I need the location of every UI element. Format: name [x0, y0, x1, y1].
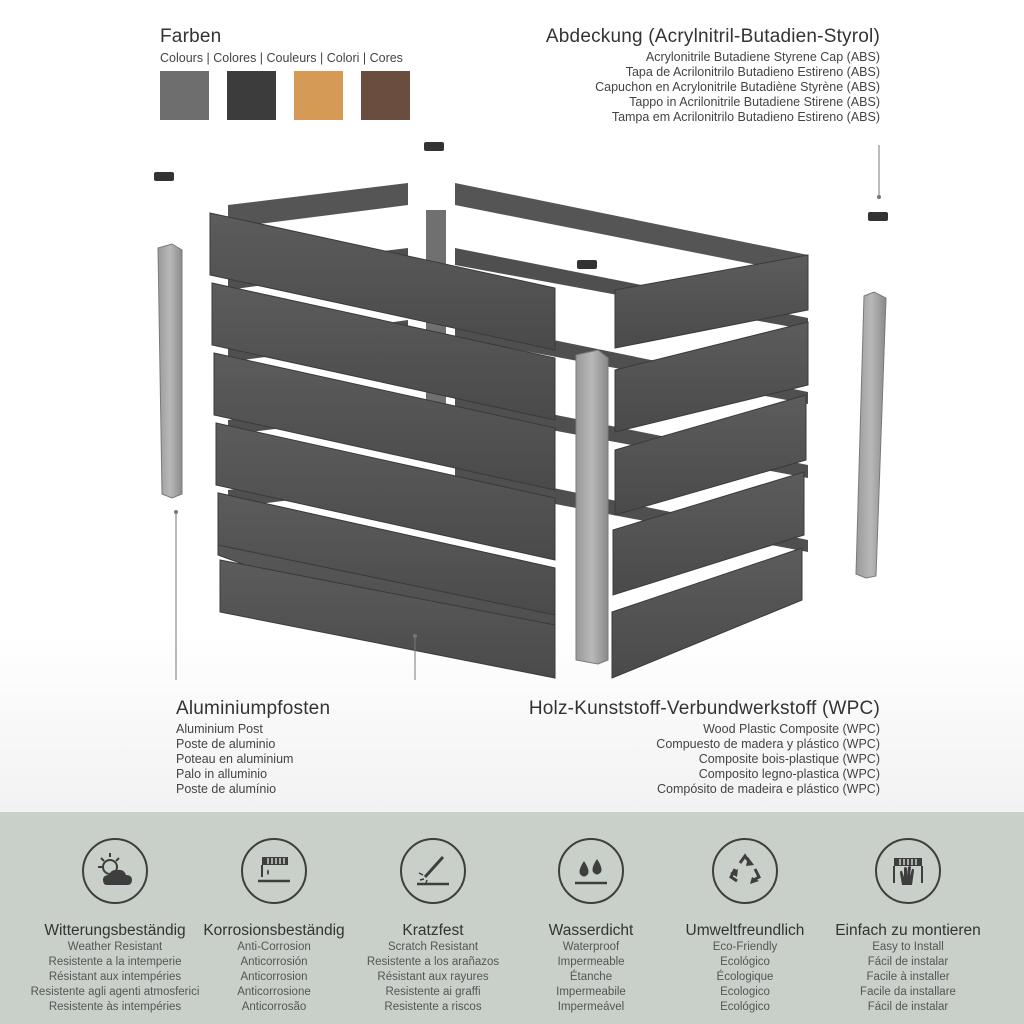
feature-title: Wasserdicht: [548, 922, 634, 939]
feature-title: Witterungsbeständig: [44, 922, 186, 939]
feature-line: Résistant aux intempéries: [48, 971, 182, 983]
recycle-icon: [712, 838, 778, 904]
feature-line: Écologique: [716, 971, 774, 983]
cap-line: Acrylonitrile Butadiene Styrene Cap (ABS…: [645, 50, 880, 64]
front-left-boards: [209, 212, 556, 679]
feature-line: Anticorrosion: [240, 971, 308, 983]
feature-line: Resistente a la intemperie: [48, 956, 182, 968]
hand-install-icon: [875, 838, 941, 904]
wpc-line: Wood Plastic Composite (WPC): [703, 722, 880, 736]
feature-line: Anticorrosión: [240, 956, 308, 968]
feature-title: Einfach zu montieren: [835, 922, 981, 939]
feature-line: Impermeable: [557, 956, 625, 968]
feature-line: Étanche: [569, 971, 613, 983]
feature-line: Waterproof: [562, 941, 620, 953]
front-right-boards: [611, 254, 809, 679]
feature-line: Ecologico: [720, 986, 770, 998]
feature-title: Kratzfest: [402, 922, 464, 939]
abs-caps: [154, 142, 888, 269]
feature-eco: Umweltfreundlich Eco-Friendly Ecológico …: [660, 838, 830, 1015]
features-band: [0, 812, 1024, 1024]
feature-line: Fácil de instalar: [867, 956, 949, 968]
feature-easy-install: Einfach zu montieren Easy to Install Fác…: [823, 838, 993, 1015]
post-line: Poste de alumínio: [176, 782, 277, 796]
feature-line: Resistente agli agenti atmosferici: [30, 986, 200, 998]
loose-left-post: [157, 243, 183, 499]
anti-corrosion-icon: [241, 838, 307, 904]
cap-line: Tapa de Acrilonitrilo Butadieno Estireno…: [625, 65, 880, 79]
feature-line: Resistente a riscos: [384, 1001, 482, 1013]
scratch-icon: [400, 838, 466, 904]
colours-block: Farben Colours | Colores | Couleurs | Co…: [160, 26, 403, 66]
post-title: Aluminiumpfosten: [176, 698, 331, 719]
feature-line: Eco-Friendly: [712, 941, 778, 953]
colours-subtitle: Colours | Colores | Couleurs | Colori | …: [160, 51, 403, 65]
feature-line: Resistente a los arañazos: [366, 956, 500, 968]
compost-bin-exploded-view: [154, 142, 888, 680]
cap-line: Capuchon en Acrylonitrile Butadiène Styr…: [595, 80, 880, 94]
swatch-anthracite[interactable]: [227, 71, 276, 120]
feature-line: Fácil de instalar: [867, 1001, 949, 1013]
feature-line: Impermeável: [557, 1001, 625, 1013]
feature-line: Facile à installer: [866, 971, 950, 983]
cap-block: Abdeckung (Acrylnitril-Butadien-Styrol) …: [546, 26, 880, 125]
feature-title: Umweltfreundlich: [685, 922, 805, 939]
feature-waterproof: Wasserdicht Waterproof Impermeable Étanc…: [506, 838, 676, 1015]
feature-line: Ecológico: [720, 956, 770, 968]
feature-line: Easy to Install: [872, 941, 944, 953]
wpc-line: Composite bois-plastique (WPC): [698, 752, 880, 766]
feature-line: Resistente às intempéries: [48, 1001, 182, 1013]
feature-corrosion: Korrosionsbeständig Anti-Corrosion Antic…: [189, 838, 359, 1015]
feature-line: Résistant aux rayures: [377, 971, 489, 983]
front-corner-post: [575, 349, 609, 665]
feature-line: Facile da installare: [860, 986, 956, 998]
feature-scratch: Kratzfest Scratch Resistant Resistente a…: [348, 838, 518, 1015]
feature-line: Anticorrosão: [241, 1001, 307, 1013]
wpc-line: Compuesto de madera y plástico (WPC): [656, 737, 880, 751]
wpc-block: Holz-Kunststoff-Verbundwerkstoff (WPC) W…: [529, 698, 880, 797]
wpc-title: Holz-Kunststoff-Verbundwerkstoff (WPC): [528, 698, 880, 719]
water-drops-icon: [558, 838, 624, 904]
cap-line: Tampa em Acrilonitrilo Butadieno Estiren…: [611, 110, 880, 124]
loose-right-post: [855, 291, 887, 579]
post-line: Palo in alluminio: [176, 767, 268, 781]
post-line: Aluminium Post: [176, 722, 263, 736]
cap-title: Abdeckung (Acrylnitril-Butadien-Styrol): [545, 26, 880, 47]
feature-line: Weather Resistant: [67, 941, 163, 953]
wpc-line: Compósito de madeira e plástico (WPC): [657, 782, 880, 796]
feature-line: Resistente ai graffi: [385, 986, 481, 998]
post-line: Poste de aluminio: [176, 737, 276, 751]
feature-weather: Witterungsbeständig Weather Resistant Re…: [30, 838, 200, 1015]
wpc-line: Composito legno-plastica (WPC): [698, 767, 880, 781]
feature-line: Impermeabile: [556, 986, 626, 998]
feature-title: Korrosionsbeständig: [203, 922, 345, 939]
swatch-brown[interactable]: [361, 71, 410, 120]
post-line: Poteau en aluminium: [176, 752, 294, 766]
swatch-grey[interactable]: [160, 71, 209, 120]
cap-line: Tappo in Acrilonitrile Butadiene Stirene…: [629, 95, 880, 109]
feature-line: Scratch Resistant: [387, 941, 479, 953]
weather-icon: [82, 838, 148, 904]
feature-line: Anticorrosione: [237, 986, 311, 998]
swatch-teak[interactable]: [294, 71, 343, 120]
post-block: Aluminiumpfosten Aluminium Post Poste de…: [176, 698, 330, 797]
colours-title: Farben: [160, 26, 222, 47]
feature-line: Anti-Corrosion: [237, 941, 311, 953]
feature-line: Ecológico: [720, 1001, 770, 1013]
